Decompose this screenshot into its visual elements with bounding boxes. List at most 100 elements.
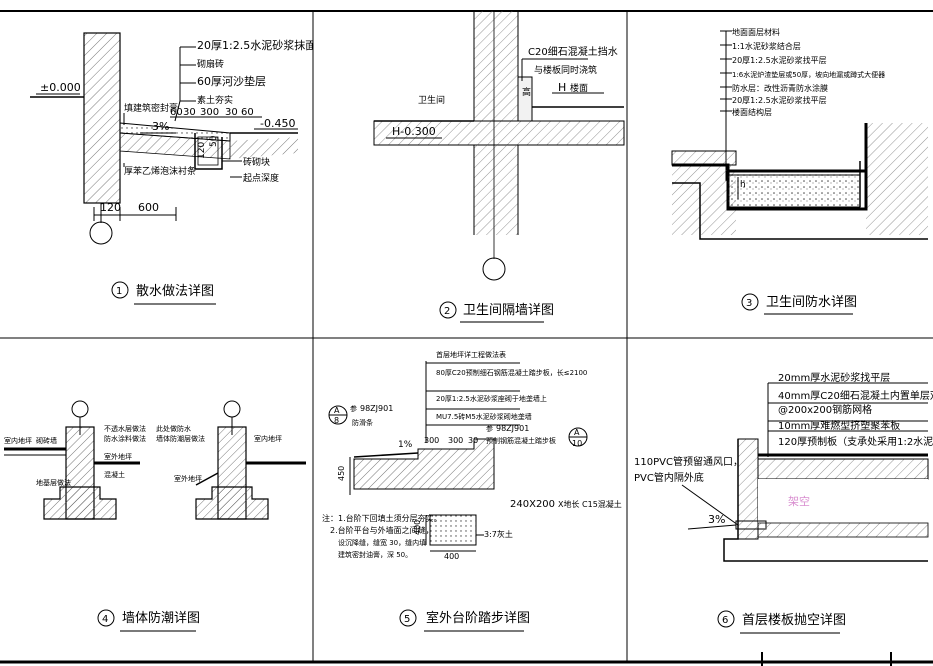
p1-layer-0: 20厚1:2.5水泥砂浆抹面	[197, 38, 313, 52]
p1-layer-2: 60厚河沙垫层	[197, 74, 266, 88]
p5-dim-1: 300	[448, 436, 463, 445]
p5-ref-right-note: 预制钢筋混凝土踏步板	[486, 436, 556, 445]
p5-note1: 注：1.台阶下回填土须分层夯实。	[322, 513, 442, 523]
p4-left-b: 砌砖墙	[36, 436, 57, 445]
p6-layer-3: 10mm厚难燃型挤塑聚苯板	[778, 419, 900, 432]
p1-elev-floor: ±0.000	[40, 81, 81, 94]
p5-header: 首层地坪详工程做法表	[436, 350, 506, 359]
p3-title-num: 3	[746, 298, 752, 309]
p4-right-a: 此处做防水	[156, 424, 191, 433]
p1-dim-top-4: 60	[241, 107, 254, 118]
p5-layer-0: 80厚C20预制细石钢筋混凝土踏步板，长≤2100	[436, 368, 587, 377]
p5-dim-450: 450	[337, 466, 346, 481]
p4-left-d: 防水涂料做法	[104, 434, 146, 443]
p3-layer-6: 楼面结构层	[732, 107, 772, 117]
p3-layer-2: 20厚1:2.5水泥砂浆找平层	[732, 55, 827, 65]
p4-right-d: 室外地坪	[174, 474, 202, 483]
p2-h-floor: H	[558, 81, 566, 94]
p1-elev-out: -0.450	[260, 117, 295, 130]
p5-dim-0: 300	[424, 436, 439, 445]
p2-room: 卫生间	[418, 94, 445, 106]
p5-dim-2: 30	[468, 436, 478, 445]
p5-dim-400-v: 400	[413, 520, 422, 535]
p4-title-num: 4	[102, 614, 108, 625]
p2-floor: 楼面	[570, 82, 588, 94]
p1-brick: 砖砌块	[243, 156, 270, 168]
panel-1-drawing: ±0.000 -0.450 3% 20厚1:2.5水泥砂浆抹面 砌扇砖 60厚河…	[30, 32, 313, 305]
p5-ref-left-note: 防滑条	[352, 418, 373, 427]
p5-ref-left-num: A	[334, 406, 340, 415]
p1-sealant: 填建筑密封膏	[124, 102, 178, 114]
p1-foam: 厚苯乙烯泡沫衬条	[124, 165, 196, 177]
p6-vent1: 110PVC管预留通风口，	[634, 455, 743, 468]
p5-section-note: X地长 C15混凝土	[558, 499, 622, 509]
p1-dim-120: 120	[197, 142, 207, 159]
p5-note3: 设沉降缝，缝宽 30，缝内填	[338, 538, 426, 547]
p5-title: 室外台阶踏步详图	[426, 610, 530, 626]
p2-note2: 与楼板同时浇筑	[534, 64, 597, 76]
p3-layer-4: 防水层：改性沥青防水涂膜	[732, 83, 828, 93]
p3-layer-3: 1:6水泥炉渣垫层或50厚，坡向地漏或蹲式大便器	[732, 70, 885, 79]
p5-ref-right-pre: 参	[486, 424, 493, 433]
p6-layer-0: 20mm厚水泥砂浆找平层	[778, 371, 890, 384]
p1-dim-top-1: 30	[183, 107, 196, 118]
p6-layer-2: @200x200钢筋网格	[778, 403, 872, 416]
p5-title-num: 5	[404, 614, 410, 625]
p4-title: 墙体防潮详图	[122, 610, 200, 626]
p5-ref-right-num: A	[574, 428, 580, 437]
p1-slope: 3%	[152, 120, 169, 133]
p5-lime: 3:7灰土	[484, 529, 513, 539]
p5-note4: 建筑密封油膏，深 50。	[338, 550, 412, 559]
panel-5-drawing: 首层地坪详工程做法表 80厚C20预制细石钢筋混凝土踏步板，长≤2100 20厚…	[322, 350, 622, 632]
p1-dim-50: 50	[209, 135, 219, 147]
p6-title: 首层楼板抛空详图	[742, 613, 846, 628]
p6-vent2: PVC管内隔外底	[634, 471, 704, 484]
p4-left-c: 不透水层做法	[104, 424, 146, 433]
p2-elev: H-0.300	[392, 125, 436, 138]
p2-title-num: 2	[444, 306, 450, 317]
p1-layer-3: 素土夯实	[197, 94, 233, 106]
panel-6-drawing: 20mm厚水泥砂浆找平层 40mm厚C20细石混凝土内置单层双向 @200x20…	[634, 371, 933, 634]
p1-title-num: 1	[116, 286, 122, 297]
p5-slope: 1%	[398, 440, 413, 450]
p3-layer-5: 20厚1:2.5水泥砂浆找平层	[732, 95, 827, 105]
p1-dim-bot-1: 600	[138, 201, 159, 214]
p6-layer-1: 40mm厚C20细石混凝土内置单层双向	[778, 389, 933, 402]
panel-4-drawing: 室内地坪 砌砖墙 不透水层做法 防水涂料做法 室外地坪 混凝土 地基层做法 此处…	[4, 400, 306, 632]
p4-left-a: 室内地坪	[4, 436, 32, 445]
p2-title: 卫生间隔墙详图	[463, 303, 554, 318]
p5-section: 240X200	[510, 499, 555, 510]
p4-right-b: 墙体防潮层做法	[156, 434, 205, 443]
p3-layer-0: 地面面层材料	[732, 27, 780, 37]
p5-ref-left: 98ZJ901	[360, 404, 393, 413]
p5-dim-400-h: 400	[444, 552, 459, 561]
p5-note2: 2.台阶平台与外墙面之间缝，	[330, 525, 434, 535]
p4-left-f: 混凝土	[104, 470, 125, 479]
p4-left-e: 室外地坪	[104, 452, 132, 461]
p3-layer-1: 1:1水泥砂浆结合层	[732, 41, 801, 51]
p4-left-g: 地基层做法	[36, 478, 71, 487]
p1-dim-bot-0: 120	[100, 201, 121, 214]
p1-layer-1: 砌扇砖	[197, 58, 224, 70]
p5-layer-2: MU7.5砖M5水泥砂浆砌地垄墙	[436, 412, 532, 421]
p6-slope: 3%	[708, 513, 725, 526]
p5-ref-left-pre: 参	[350, 404, 357, 413]
p1-dim-top-2: 300	[200, 107, 219, 118]
p1-dim-top-0: 60	[170, 107, 183, 118]
p1-dim-top-3: 30	[225, 107, 238, 118]
p5-ref-right: 98ZJ901	[496, 424, 529, 433]
p3-title: 卫生间防水详图	[766, 294, 857, 310]
p5-layer-1: 20厚1:2.5水泥砂浆座砌于地垄墙上	[436, 394, 547, 403]
p2-note1: C20细石混凝土挡水	[528, 45, 618, 58]
p1-title: 散水做法详图	[136, 284, 214, 299]
p2-dim: 高	[522, 86, 531, 98]
p6-layer-4: 120厚预制板（支承处采用1:2水泥砂浆）	[778, 435, 933, 448]
p3-h: h	[740, 180, 746, 190]
p5-ref-right-den: 10	[572, 439, 582, 448]
panel-2-drawing: 卫生间 H-0.300 C20细石混凝土挡水 与楼板同时浇筑 高 H 楼面 2 …	[373, 11, 625, 323]
p5-ref-left-den: 8	[334, 416, 339, 425]
p1-start: 起点深度	[243, 172, 279, 184]
p4-right-c: 室内地坪	[254, 434, 282, 443]
